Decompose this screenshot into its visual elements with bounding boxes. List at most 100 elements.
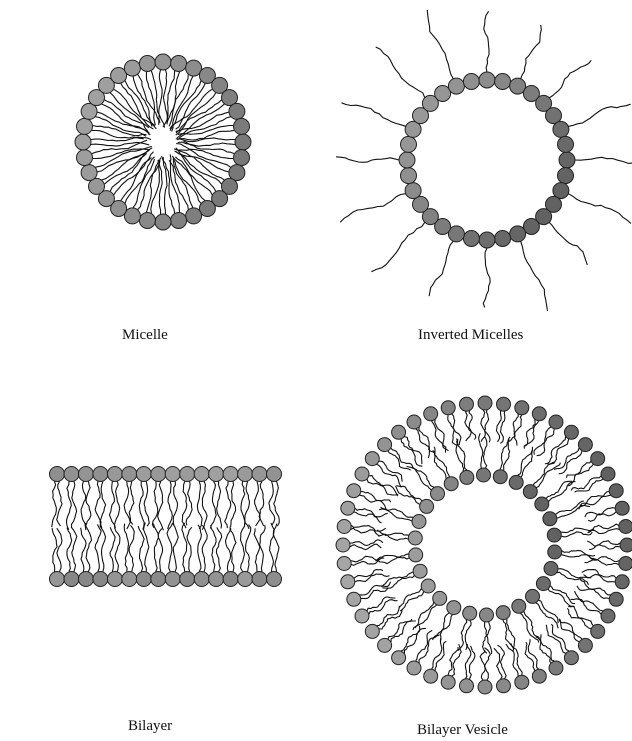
bilayer-tail <box>259 482 264 526</box>
vesicle-inner-head <box>412 515 426 529</box>
vesicle-outer-head <box>620 538 632 552</box>
vesicle-outer-tail <box>584 574 615 582</box>
bilayer-bottom-head <box>151 572 166 587</box>
bilayer-top-head <box>107 467 122 482</box>
bilayer-bottom-head <box>238 572 253 587</box>
vesicle-inner-tail <box>524 612 540 639</box>
bilayer-bottom-head <box>223 572 238 587</box>
inverted-tail <box>340 194 405 223</box>
vesicle-outer-head <box>378 438 392 452</box>
vesicle-outer-tail <box>465 411 472 441</box>
bilayer-top-head <box>122 467 137 482</box>
bilayer-vesicle-caption: Bilayer Vesicle <box>417 722 508 739</box>
micelle-diagram <box>75 54 251 230</box>
vesicle-outer-head <box>407 415 421 429</box>
vesicle-outer-tail <box>369 476 398 497</box>
inverted-tail <box>549 222 587 265</box>
inverted-head <box>553 121 569 137</box>
bilayer-top-head <box>64 467 79 482</box>
vesicle-outer-head <box>532 669 546 683</box>
inverted-head <box>495 231 511 247</box>
micelle-tail <box>159 70 162 123</box>
vesicle-outer-tail <box>351 528 380 536</box>
vesicle-inner-head <box>444 477 458 491</box>
bilayer-bottom-head <box>252 572 267 587</box>
inverted-head <box>401 136 417 152</box>
inverted-head <box>495 74 511 90</box>
vesicle-outer-tail <box>448 647 458 675</box>
bilayer-tail <box>52 482 57 528</box>
vesicle-outer-head <box>407 661 421 675</box>
bilayer-top-head <box>238 467 253 482</box>
vesicle-outer-tail <box>452 414 461 445</box>
bilayer-bottom-head <box>180 572 195 587</box>
vesicle-inner-head <box>409 548 423 562</box>
bilayer-tail <box>226 528 232 571</box>
vesicle-outer-tail <box>541 634 555 661</box>
bilayer-tail <box>246 525 251 572</box>
vesicle-inner-head <box>544 562 558 576</box>
vesicle-inner-tail <box>434 447 449 477</box>
bilayer-tail <box>168 482 173 530</box>
vesicle-inner-head <box>496 606 510 620</box>
inverted-tail <box>521 241 548 311</box>
bilayer-tail <box>231 482 236 528</box>
bilayer-tail <box>57 482 62 527</box>
bilayer-top-head <box>223 467 238 482</box>
vesicle-inner-tail <box>382 572 413 587</box>
bilayer-tail <box>173 482 177 526</box>
vesicle-outer-tail <box>525 642 535 670</box>
vesicle-outer-head <box>347 484 361 498</box>
micelle-tail <box>125 157 154 204</box>
vesicle-inner-tail <box>562 550 595 556</box>
vesicle-inner-head <box>536 577 550 591</box>
inverted-tail <box>521 25 542 79</box>
vesicle-outer-head <box>337 557 351 571</box>
bilayer-caption: Bilayer <box>128 718 172 735</box>
vesicle-outer-tail <box>391 621 416 642</box>
vesicle-outer-head <box>392 651 406 665</box>
vesicle-inner-head <box>543 512 557 526</box>
bilayer-tail <box>225 482 231 529</box>
bilayer-top-head <box>165 467 180 482</box>
inverted-head <box>479 232 495 248</box>
bilayer-bottom-head <box>267 572 282 587</box>
bilayer-bottom-head <box>78 572 93 587</box>
vesicle-outer-head <box>532 407 546 421</box>
micelle-head <box>235 134 251 150</box>
vesicle-outer-head <box>549 415 563 429</box>
bilayer-top-head <box>209 467 224 482</box>
vesicle-outer-head <box>578 638 592 652</box>
vesicle-inner-head <box>447 601 461 615</box>
micelle-tail <box>125 81 155 126</box>
bilayer-top-head <box>194 467 209 482</box>
bilayer-bottom-head <box>50 572 65 587</box>
bilayer-bottom-head <box>136 572 151 587</box>
vesicle-outer-tail <box>575 479 603 492</box>
vesicle-inner-tail <box>550 586 575 604</box>
inverted-head <box>558 168 574 184</box>
bilayer-tail <box>124 482 130 530</box>
vesicle-inner-tail <box>483 437 486 468</box>
bilayer-tail <box>255 482 260 526</box>
vesicle-inner-tail <box>479 433 483 468</box>
inverted-head <box>405 183 421 199</box>
vesicle-inner-head <box>420 499 434 513</box>
vesicle-outer-head <box>619 520 632 534</box>
bilayer-tail <box>138 526 144 571</box>
vesicle-outer-head <box>441 401 455 415</box>
inverted-tail <box>484 11 489 72</box>
vesicle-inner-head <box>509 475 523 489</box>
bilayer-tail <box>86 523 92 572</box>
vesicle-outer-head <box>591 624 605 638</box>
bilayer-tail <box>129 482 134 525</box>
vesicle-outer-tail <box>567 461 591 478</box>
micelle-head <box>229 103 245 119</box>
vesicle-outer-head <box>424 669 438 683</box>
vesicle-outer-tail <box>545 437 566 464</box>
vesicle-outer-tail <box>388 451 411 470</box>
bilayer-top-head <box>93 467 108 482</box>
inverted-tail <box>342 103 406 127</box>
inverted-tail <box>575 157 632 163</box>
micelle-tail <box>163 70 167 124</box>
